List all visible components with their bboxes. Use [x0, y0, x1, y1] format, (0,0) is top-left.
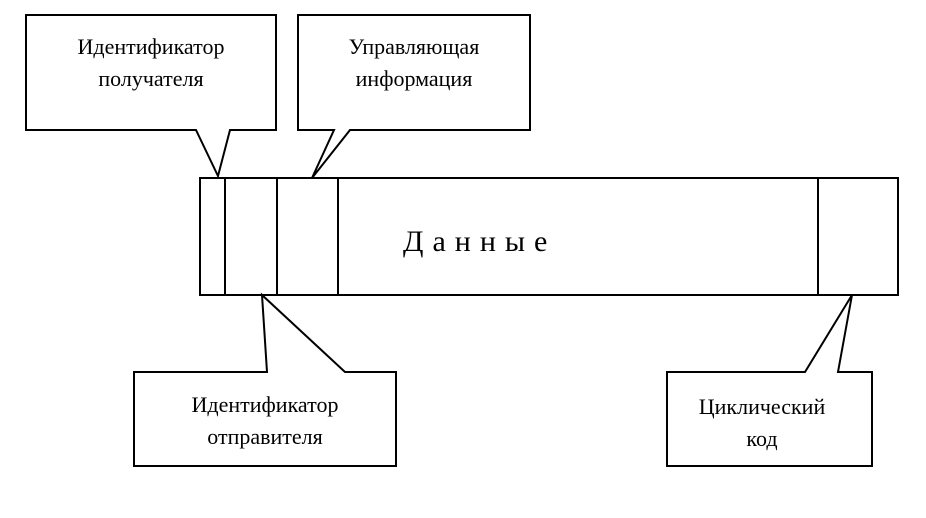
callout-sender-id-line1: Идентификатор: [192, 392, 339, 417]
callout-receiver-id: Идентификатор получателя: [25, 14, 277, 179]
callout-cyclic-code-line1: Циклический: [699, 394, 826, 419]
callout-receiver-id-line2: получателя: [98, 66, 203, 91]
callout-sender-id: Идентификатор отправителя: [133, 292, 397, 467]
callout-cyclic-code-box: [666, 294, 873, 467]
callout-receiver-id-line1: Идентификатор: [78, 34, 225, 59]
callout-control-info-line2: информация: [356, 66, 473, 91]
callout-control-info-box: [297, 14, 531, 179]
data-field-label: Данные: [403, 225, 556, 258]
packet-frame: Данные: [199, 177, 899, 296]
callout-cyclic-code: Циклический код: [666, 294, 873, 467]
callout-cyclic-code-line2: код: [746, 426, 777, 451]
callout-sender-id-box: [133, 292, 397, 467]
callout-control-info-line1: Управляющая: [349, 34, 480, 59]
callout-control-info: Управляющая информация: [297, 14, 531, 179]
callout-sender-id-line2: отправителя: [207, 424, 323, 449]
callout-receiver-id-box: [25, 14, 277, 179]
frame-outline: [199, 177, 899, 296]
